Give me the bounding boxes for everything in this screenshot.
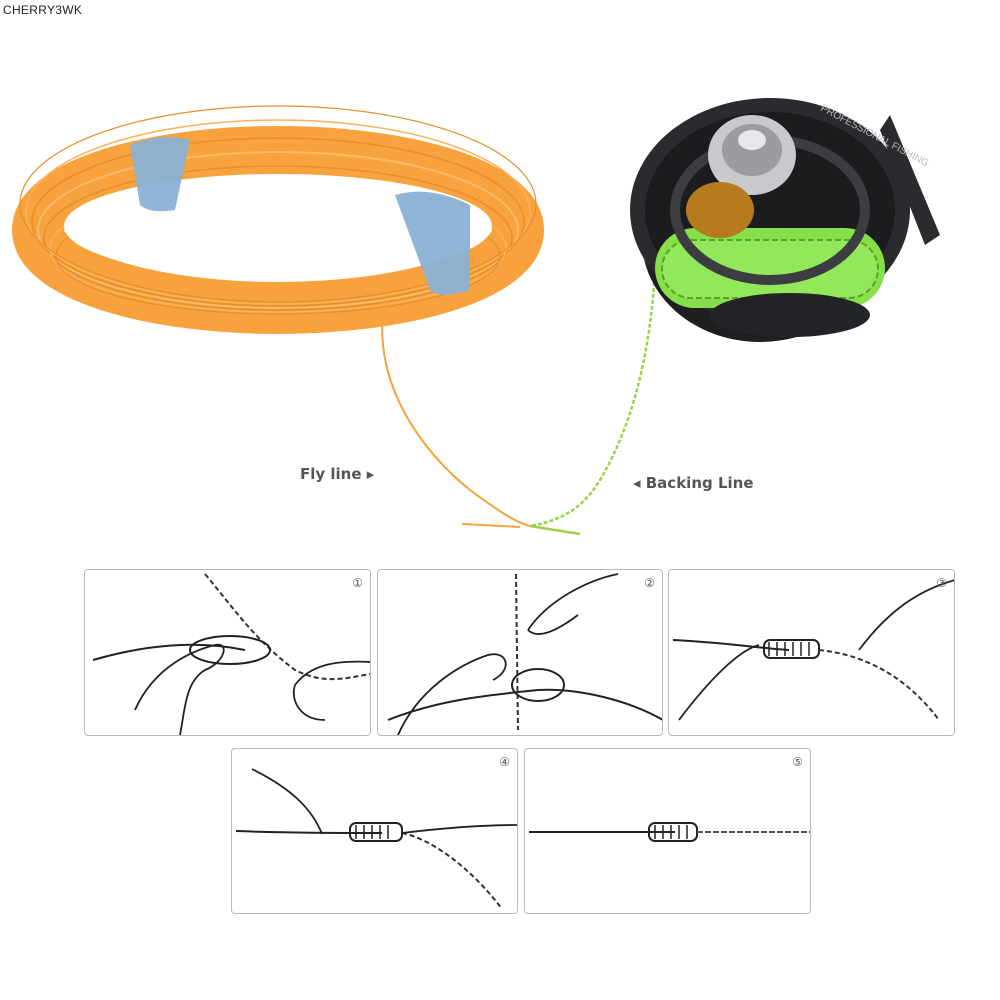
backing-line-strand <box>529 269 657 528</box>
step-panel-3: ③ <box>668 569 955 736</box>
step-number-2: ② <box>644 576 655 590</box>
step-number-1: ① <box>352 576 363 590</box>
step-number-5: ⑤ <box>792 755 803 769</box>
fly-line-coil <box>12 105 544 334</box>
fly-reel: PROFESSIONAL FISHING <box>630 98 940 342</box>
step-panel-1: ① <box>84 569 371 736</box>
knot-step-5-illustration <box>529 822 810 842</box>
fly-line-strand <box>381 299 531 527</box>
product-illustration: PROFESSIONAL FISHING <box>12 98 940 536</box>
knot-step-4-illustration <box>235 768 517 910</box>
step-panel-5: ⑤ <box>524 748 811 914</box>
backing-line-label: ◂ Backing Line <box>633 474 754 492</box>
fly-line-label: Fly line ▸ <box>300 465 375 483</box>
step-panel-4: ④ <box>231 748 518 914</box>
knot-step-1-illustration <box>92 573 370 735</box>
knot-step-2-illustration <box>387 573 662 735</box>
step-number-4: ④ <box>499 755 510 769</box>
knot-step-3-illustration <box>672 579 954 721</box>
step-panel-2: ② <box>377 569 663 736</box>
watermark: CHERRY3WK <box>3 3 83 17</box>
step-number-3: ③ <box>936 576 947 590</box>
